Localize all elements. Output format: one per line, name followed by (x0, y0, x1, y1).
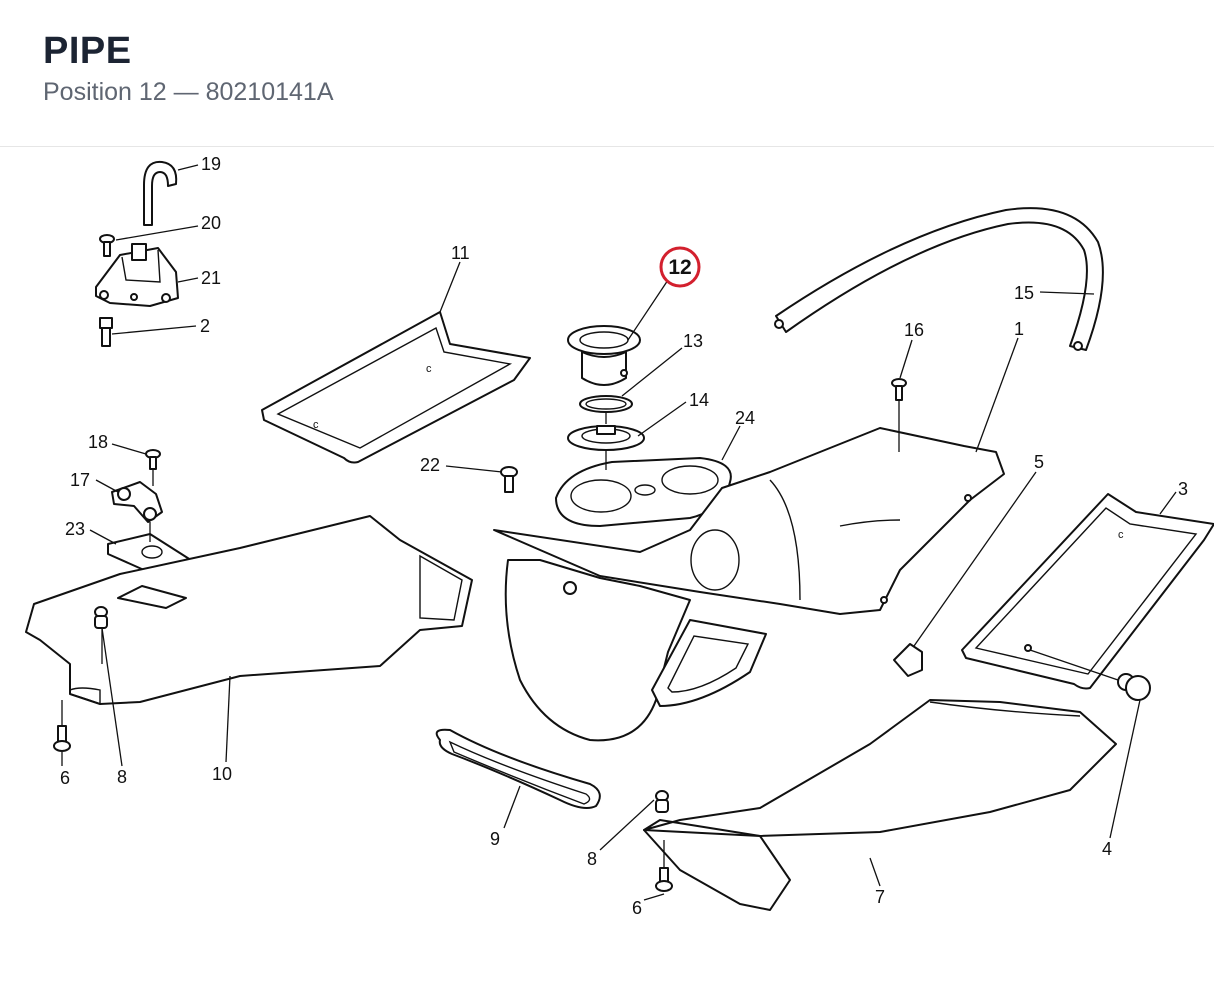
callout-labels: 19 20 21 2 11 12 13 14 24 22 15 16 1 5 3… (60, 154, 1188, 918)
part-17-bracket[interactable] (111, 481, 163, 523)
callout-5[interactable]: 5 (1034, 452, 1044, 472)
callout-3[interactable]: 3 (1178, 479, 1188, 499)
svg-text:12: 12 (668, 256, 691, 279)
svg-text:c: c (313, 419, 319, 431)
callout-2[interactable]: 2 (200, 316, 210, 336)
callout-16[interactable]: 16 (904, 320, 924, 340)
part-4-fastener[interactable] (1117, 673, 1151, 701)
part-20-screw[interactable] (99, 234, 115, 257)
part-1-frame[interactable] (493, 427, 1005, 742)
part-15-tube[interactable] (774, 207, 1104, 351)
part-16-screw[interactable] (891, 378, 907, 401)
callout-1[interactable]: 1 (1014, 319, 1024, 339)
page-header: PIPE Position 12 — 80210141A (0, 0, 1214, 147)
part-13-o-ring[interactable] (579, 395, 633, 413)
part-6-screw-2[interactable] (655, 867, 673, 892)
part-9-seal[interactable] (435, 728, 601, 809)
svg-text:c: c (426, 363, 432, 375)
callout-8-right[interactable]: 8 (587, 849, 597, 869)
callout-6-right[interactable]: 6 (632, 898, 642, 918)
callout-13[interactable]: 13 (683, 331, 703, 351)
part-position-subtitle: Position 12 — 80210141A (43, 78, 334, 106)
part-6-screw[interactable] (53, 725, 71, 752)
part-3-flap[interactable]: c (961, 493, 1214, 690)
page-title: PIPE (43, 30, 132, 72)
callout-6-left[interactable]: 6 (60, 768, 70, 788)
exploded-parts-diagram: c c (0, 148, 1214, 983)
part-18-screw[interactable] (145, 449, 161, 470)
part-8-grommet[interactable] (94, 606, 108, 629)
part-11-flap[interactable]: c c (261, 311, 531, 464)
part-7-air-duct[interactable] (643, 699, 1117, 911)
callout-10[interactable]: 10 (212, 764, 232, 784)
callout-18[interactable]: 18 (88, 432, 108, 452)
callout-23[interactable]: 23 (65, 519, 85, 539)
part-12-pipe[interactable] (567, 325, 641, 386)
part-24-cover-plate[interactable] (555, 457, 732, 527)
callout-8-left[interactable]: 8 (117, 767, 127, 787)
part-2-bolt[interactable] (99, 317, 113, 347)
callout-19[interactable]: 19 (201, 154, 221, 174)
callout-9[interactable]: 9 (490, 829, 500, 849)
highlight-ring (659, 246, 701, 288)
callout-20[interactable]: 20 (201, 213, 221, 233)
part-8-grommet-2[interactable] (655, 790, 669, 813)
callout-22[interactable]: 22 (420, 455, 440, 475)
callout-11[interactable]: 11 (451, 243, 470, 263)
part-21-bracket[interactable] (95, 243, 179, 307)
part-22-screw[interactable] (500, 466, 518, 493)
part-14-gasket[interactable] (567, 425, 645, 451)
callout-7[interactable]: 7 (875, 887, 885, 907)
callout-12-highlighted[interactable]: 12 (659, 246, 701, 288)
callout-24[interactable]: 24 (735, 408, 755, 428)
callout-14[interactable]: 14 (689, 390, 709, 410)
callout-15[interactable]: 15 (1014, 283, 1034, 303)
part-5-clip[interactable] (893, 643, 923, 677)
svg-text:c: c (1118, 529, 1124, 541)
callout-21[interactable]: 21 (201, 268, 221, 288)
callout-4[interactable]: 4 (1102, 839, 1112, 859)
callout-17[interactable]: 17 (70, 470, 90, 490)
part-10-air-duct[interactable] (25, 515, 473, 706)
part-19-hose[interactable] (143, 160, 178, 226)
leader-lines (61, 164, 1177, 901)
